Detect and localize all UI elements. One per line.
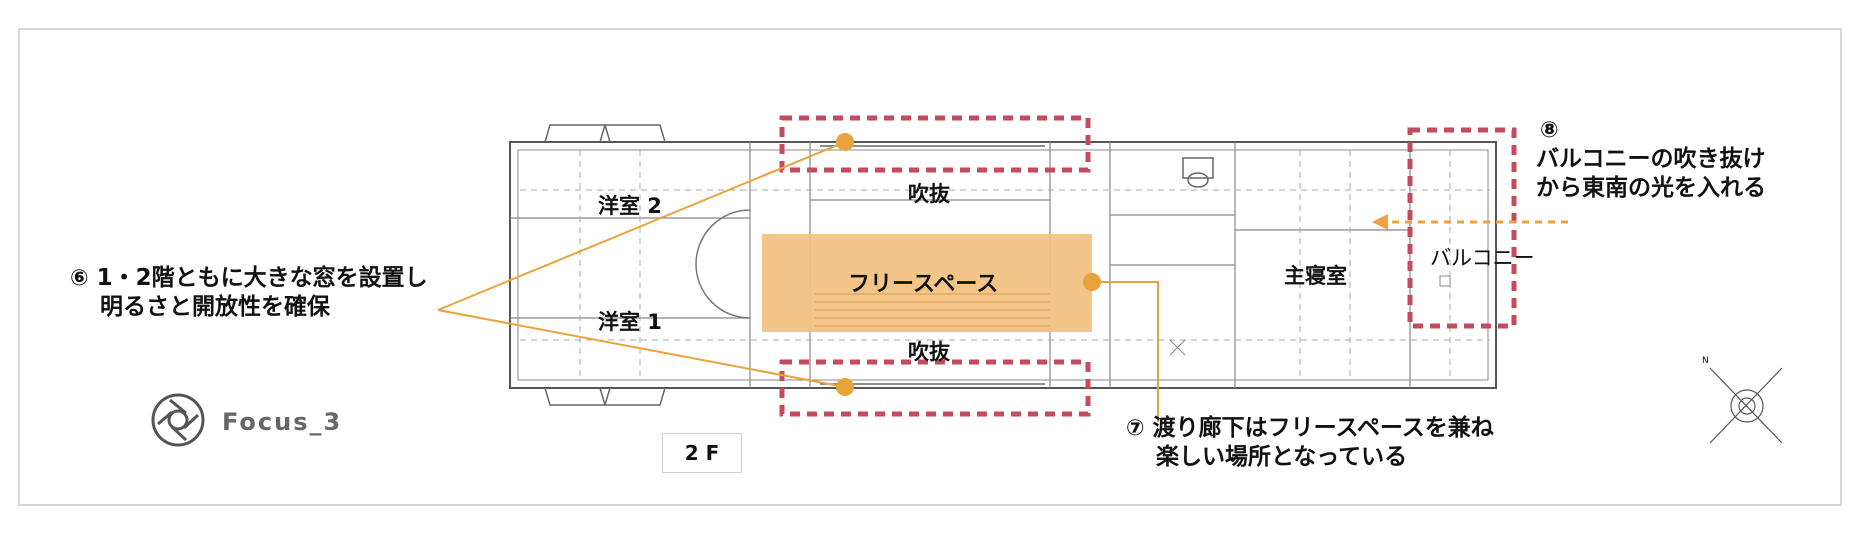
- room-master-bedroom: 主寝室: [1284, 264, 1347, 288]
- annotation-8-line2: から東南の光を入れる: [1536, 175, 1766, 201]
- annotation-7: ⑦ 渡り廊下はフリースペースを兼ね 楽しい場所となっている: [1126, 414, 1494, 472]
- annotation-8: ⑧ バルコニーの吹き抜け から東南の光を入れる: [1536, 116, 1766, 203]
- annotation-6: ⑥ 1・2階ともに大きな窓を設置し 明るさと開放性を確保: [70, 264, 428, 322]
- callout-dots: [836, 133, 1101, 396]
- room-atrium-top: 吹抜: [908, 182, 950, 206]
- dashed-grid: [520, 150, 1490, 380]
- windows: [544, 124, 1045, 406]
- annotation-7-line1: 渡り廊下はフリースペースを兼ね: [1152, 415, 1494, 441]
- annotation-6-number: ⑥: [70, 266, 89, 291]
- camera-aperture-icon: [151, 393, 205, 447]
- room-western-2: 洋室 2: [598, 194, 662, 218]
- room-atrium-bottom: 吹抜: [908, 340, 950, 364]
- compass-icon: [1709, 367, 1783, 444]
- room-balcony: バルコニー: [1430, 246, 1535, 270]
- stair-curve: [695, 209, 751, 319]
- annotation-6-line1: 1・2階ともに大きな窓を設置し: [96, 265, 428, 291]
- toilet-icon: [1182, 157, 1214, 188]
- annotation-7-number: ⑦: [1126, 416, 1145, 441]
- image-frame: [18, 28, 1842, 506]
- room-free-space: フリースペース: [848, 272, 999, 297]
- annotation-8-line1: バルコニーの吹き抜け: [1536, 146, 1766, 172]
- annotation-7-line2: 楽しい場所となっている: [1156, 444, 1408, 470]
- callout-lines: [437, 141, 1159, 422]
- outer-wall: [509, 141, 1497, 389]
- free-space-highlight: [762, 234, 1092, 332]
- annotation-8-number: ⑧: [1540, 118, 1559, 143]
- dashed-highlight: [779, 115, 1517, 417]
- annotation-6-line2: 明るさと開放性を確保: [100, 294, 330, 320]
- stair-lines: [815, 293, 1050, 327]
- hatch: [1169, 275, 1451, 356]
- compass-north-label: N: [1702, 356, 1709, 366]
- logo-text: Focus_3: [222, 408, 343, 436]
- floor-label: 2 F: [662, 433, 742, 473]
- room-western-1: 洋室 1: [598, 310, 662, 334]
- arrow-head-icon: [1372, 214, 1388, 230]
